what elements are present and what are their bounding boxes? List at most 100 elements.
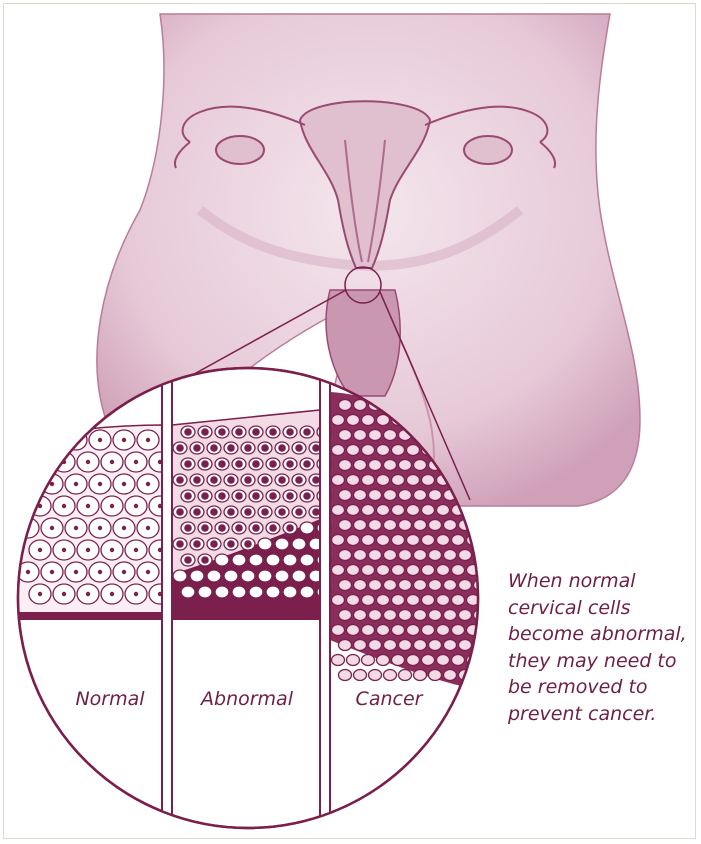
cancer-cell: [377, 595, 390, 606]
cancer-cell: [444, 520, 457, 531]
cancer-cell: [369, 460, 382, 471]
abnormal-cell: [198, 586, 212, 598]
abnormal-cell-nucleus: [218, 492, 226, 500]
abnormal-cell-nucleus: [295, 444, 303, 452]
normal-cell-nucleus: [74, 526, 78, 530]
abnormal-cell: [258, 570, 272, 582]
cancer-cell: [437, 625, 450, 636]
cancer-cell: [384, 430, 397, 441]
normal-cell-nucleus: [134, 592, 138, 596]
cancer-cell: [459, 550, 472, 561]
cancer-cell: [339, 610, 352, 621]
cancer-cell: [414, 490, 427, 501]
cancer-cell: [407, 595, 420, 606]
cancer-cell: [369, 640, 382, 651]
normal-cell-nucleus: [62, 504, 66, 508]
abnormal-cell-nucleus: [210, 508, 218, 516]
cancer-cell: [339, 670, 352, 681]
abnormal-cell-nucleus: [210, 444, 218, 452]
abnormal-cell: [300, 586, 314, 598]
cancer-cell: [332, 415, 345, 426]
abnormal-cell-nucleus: [218, 428, 226, 436]
cancer-cell: [332, 535, 345, 546]
cancer-cell: [407, 625, 420, 636]
abnormal-cell: [300, 522, 314, 534]
abnormal-cell-nucleus: [184, 492, 192, 500]
cancer-cell: [407, 535, 420, 546]
cancer-cell: [384, 670, 397, 681]
cancer-cell: [377, 535, 390, 546]
cancer-cell: [414, 640, 427, 651]
abnormal-cell-nucleus: [278, 476, 286, 484]
cancer-cell: [347, 535, 360, 546]
cancer-cell: [354, 580, 367, 591]
cancer-cell: [414, 580, 427, 591]
abnormal-cell-nucleus: [286, 428, 294, 436]
abnormal-cell-nucleus: [210, 540, 218, 548]
abnormal-cell-nucleus: [193, 508, 201, 516]
abnormal-cell-nucleus: [193, 540, 201, 548]
abnormal-cell-nucleus: [235, 492, 243, 500]
cancer-cell: [459, 580, 472, 591]
abnormal-cell-nucleus: [201, 428, 209, 436]
cancer-cell: [422, 565, 435, 576]
abnormal-cell-nucleus: [261, 508, 269, 516]
cancer-cell: [414, 460, 427, 471]
abnormal-cell-nucleus: [210, 476, 218, 484]
abnormal-cell-nucleus: [227, 540, 235, 548]
cancer-cell: [384, 490, 397, 501]
cancer-cell: [392, 505, 405, 516]
cancer-cell: [429, 610, 442, 621]
cancer-cell: [437, 565, 450, 576]
cancer-cell: [339, 460, 352, 471]
normal-cell-nucleus: [86, 548, 90, 552]
abnormal-cell-nucleus: [235, 460, 243, 468]
cancer-cell: [414, 520, 427, 531]
abnormal-cell-nucleus: [244, 540, 252, 548]
cancer-cell: [467, 625, 480, 636]
cancer-cell: [429, 520, 442, 531]
normal-cell-nucleus: [26, 570, 30, 574]
cancer-cell: [414, 550, 427, 561]
abnormal-cell-nucleus: [252, 460, 260, 468]
abnormal-cell-nucleus: [312, 444, 320, 452]
cancer-cell: [392, 625, 405, 636]
cancer-cell: [354, 520, 367, 531]
abnormal-cell: [232, 586, 246, 598]
abnormal-cell-nucleus: [227, 476, 235, 484]
normal-cell-nucleus: [50, 438, 54, 442]
abnormal-cell: [266, 554, 280, 566]
cancer-cell: [399, 520, 412, 531]
normal-cell-nucleus: [122, 570, 126, 574]
cancer-cell: [384, 520, 397, 531]
label-abnormal: Abnormal: [201, 688, 293, 710]
abnormal-cell-nucleus: [218, 524, 226, 532]
normal-cell-nucleus: [50, 570, 54, 574]
cancer-cell: [437, 535, 450, 546]
caption-line: cervical cells: [508, 595, 698, 622]
cancer-cell: [369, 430, 382, 441]
normal-cell-nucleus: [134, 548, 138, 552]
abnormal-cell-nucleus: [193, 444, 201, 452]
abnormal-cell-nucleus: [227, 444, 235, 452]
cancer-cell: [347, 415, 360, 426]
normal-cell-nucleus: [74, 482, 78, 486]
normal-cell-nucleus: [98, 482, 102, 486]
abnormal-cell: [275, 570, 289, 582]
cancer-cell: [392, 655, 405, 666]
normal-cell-nucleus: [110, 460, 114, 464]
cancer-cell: [354, 550, 367, 561]
cancer-cell: [347, 655, 360, 666]
cancer-cell: [377, 445, 390, 456]
abnormal-cell: [283, 554, 297, 566]
cancer-cell: [339, 580, 352, 591]
abnormal-cell: [249, 586, 263, 598]
abnormal-cell-nucleus: [252, 524, 260, 532]
abnormal-cell-nucleus: [295, 508, 303, 516]
cancer-cell: [362, 655, 375, 666]
cancer-cell: [459, 610, 472, 621]
normal-cell-nucleus: [86, 592, 90, 596]
cancer-cell: [369, 580, 382, 591]
abnormal-cell: [300, 554, 314, 566]
